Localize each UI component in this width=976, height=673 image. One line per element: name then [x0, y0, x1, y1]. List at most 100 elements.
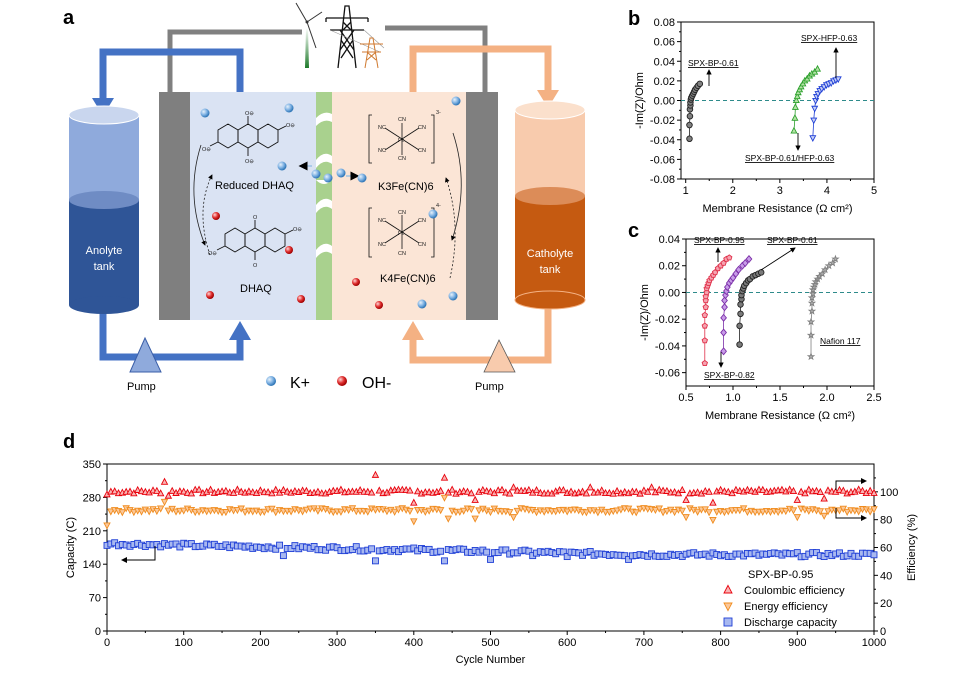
data-point — [337, 508, 345, 516]
nc-label: NC — [378, 242, 386, 248]
panel-label-b: b — [628, 8, 640, 30]
data-point — [785, 485, 794, 493]
data-point — [716, 485, 725, 493]
data-point — [670, 509, 679, 517]
data-point — [314, 507, 322, 515]
data-point — [797, 487, 805, 495]
x-tick-label: 1000 — [862, 637, 886, 649]
data-point — [525, 547, 533, 555]
data-point — [356, 486, 364, 494]
data-point — [287, 508, 295, 516]
data-point — [276, 541, 284, 549]
data-point — [807, 306, 817, 315]
y-tick-label: -0.04 — [650, 135, 675, 147]
cn-label: CN — [418, 148, 426, 154]
nc-label: NC — [378, 148, 386, 154]
y-tick-label: 210 — [83, 526, 101, 538]
pump-right-icon — [483, 339, 516, 373]
annotation-label: SPX-BP-0.95 — [694, 235, 745, 245]
catholyte-return-pipe — [409, 45, 552, 92]
data-point — [866, 486, 874, 494]
data-point — [302, 506, 311, 514]
data-point — [720, 509, 729, 517]
data-point — [789, 486, 798, 494]
data-point — [413, 487, 422, 495]
data-point — [206, 485, 215, 493]
data-point — [525, 485, 533, 493]
data-point — [279, 485, 288, 493]
data-point — [179, 487, 188, 495]
data-point — [352, 543, 360, 551]
catholyte-tank-label-2: tank — [540, 264, 561, 276]
data-point — [820, 512, 828, 520]
o-label: O — [253, 263, 258, 269]
data-point — [126, 487, 134, 495]
panel-label-d: d — [63, 431, 75, 453]
data-point — [811, 105, 819, 113]
panel-label-a: a — [63, 7, 75, 29]
data-point — [870, 506, 878, 514]
data-point — [298, 508, 307, 516]
data-point — [793, 549, 801, 557]
ferrocyanide-label: K4Fe(CN)6 — [380, 273, 436, 285]
data-point — [444, 515, 453, 523]
data-point — [563, 553, 571, 561]
cn-label: CN — [398, 117, 406, 123]
fe-label: Fe — [398, 231, 404, 237]
data-point — [720, 328, 727, 337]
data-point — [735, 265, 743, 274]
y2-tick-label: 100 — [880, 487, 898, 499]
k-ion-icon — [428, 209, 438, 219]
data-point — [532, 509, 541, 517]
oh-ion-legend-label: OH- — [362, 375, 391, 392]
data-point — [582, 509, 591, 517]
y-tick-label: 70 — [89, 593, 101, 605]
data-point — [866, 508, 874, 516]
plot-frame — [685, 238, 875, 387]
data-point — [237, 487, 245, 495]
data-point — [314, 487, 322, 495]
o-minus-label: O⊖ — [208, 251, 217, 257]
data-point — [870, 551, 878, 559]
data-point — [471, 495, 479, 503]
data-point — [813, 64, 822, 72]
fe-label: Fe — [398, 138, 404, 144]
data-point — [582, 489, 591, 497]
data-point — [164, 507, 173, 515]
catholyte-down-arrow — [537, 90, 559, 108]
data-point — [256, 486, 265, 494]
data-point — [509, 514, 518, 522]
data-point — [678, 507, 686, 515]
data-point — [406, 486, 414, 494]
data-point — [816, 508, 825, 516]
data-point — [160, 477, 169, 485]
data-point — [696, 80, 704, 88]
data-point — [364, 508, 372, 516]
data-point — [487, 555, 494, 563]
data-point — [791, 103, 799, 110]
y-axis-label: -Im(Z)/Ohm — [634, 72, 646, 129]
data-point — [440, 494, 449, 502]
data-point — [372, 557, 379, 565]
data-point — [137, 508, 146, 516]
x-tick-label: 700 — [635, 637, 653, 649]
data-point — [736, 507, 744, 515]
o-minus-label: O⊖ — [245, 111, 254, 117]
data-point — [486, 508, 495, 517]
cathode-electrode — [466, 92, 498, 320]
data-point — [502, 488, 510, 496]
x-tick-label: 200 — [251, 637, 269, 649]
data-point — [651, 506, 660, 515]
k-ion-icon — [200, 108, 210, 118]
k-ion-icon — [357, 173, 367, 183]
data-point — [176, 543, 184, 551]
data-point — [459, 507, 468, 515]
right-axis-indicator-arrow-ee — [835, 508, 867, 521]
annotation-label: Nafion 117 — [820, 336, 861, 346]
data-point — [709, 516, 717, 525]
data-point — [824, 508, 832, 516]
data-point — [505, 489, 514, 497]
x-tick-label: 600 — [558, 637, 576, 649]
data-point — [621, 552, 629, 560]
data-point — [383, 508, 391, 516]
